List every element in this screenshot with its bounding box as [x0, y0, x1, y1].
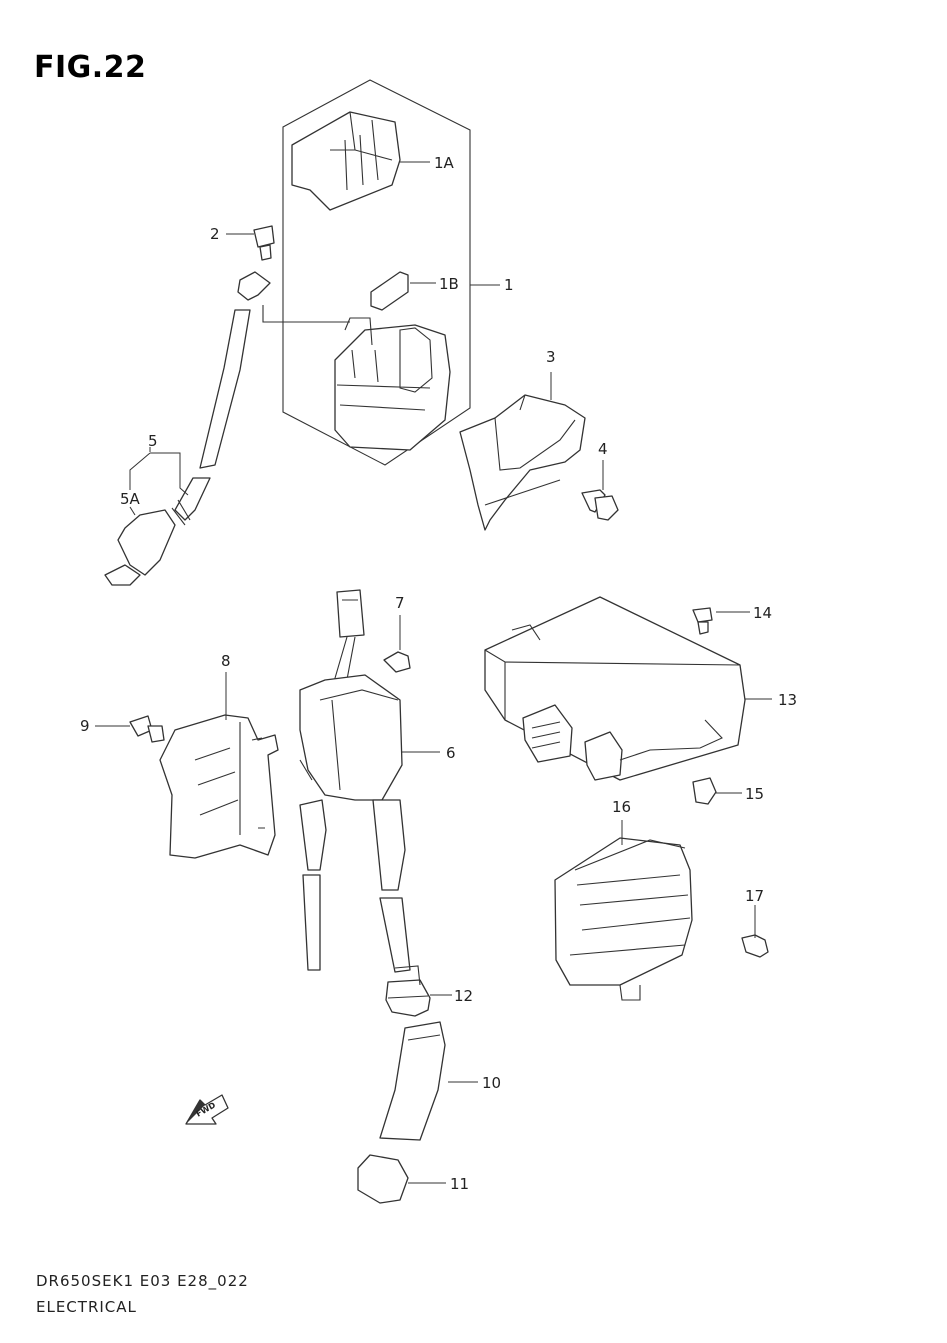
label-1b: 1B — [439, 275, 459, 293]
callout-labels: 1A 1B 1 2 3 4 5 5A 6 7 8 9 10 11 12 13 1… — [80, 154, 797, 1193]
label-13: 13 — [778, 691, 797, 709]
figure-title: FIG.22 — [34, 50, 147, 85]
bolt-7 — [383, 651, 411, 673]
bolt-17 — [741, 934, 769, 958]
starter-relay-group — [262, 79, 471, 466]
battery-cable — [104, 271, 271, 586]
label-5: 5 — [148, 432, 158, 450]
label-9: 9 — [80, 717, 90, 735]
bolt-4 — [581, 489, 619, 521]
screw-14 — [692, 607, 713, 635]
label-8: 8 — [221, 652, 231, 670]
plug-cap-assembly — [357, 965, 446, 1204]
label-12: 12 — [454, 987, 473, 1005]
label-5a: 5A — [120, 490, 141, 508]
grommet-15 — [692, 777, 717, 805]
label-16: 16 — [612, 798, 631, 816]
label-7: 7 — [395, 594, 405, 612]
label-15: 15 — [745, 785, 764, 803]
model-code: DR650SEK1 E03 E28_022 — [36, 1272, 249, 1290]
label-2: 2 — [210, 225, 220, 243]
label-14: 14 — [753, 604, 772, 622]
label-1: 1 — [504, 276, 514, 294]
section-name: ELECTRICAL — [36, 1298, 137, 1316]
fwd-arrow-icon: FWD — [185, 1094, 229, 1125]
label-17: 17 — [745, 887, 764, 905]
leader-lines — [95, 161, 772, 1184]
ignition-coil-6 — [299, 589, 411, 973]
label-4: 4 — [598, 440, 608, 458]
bolt-9 — [129, 715, 165, 743]
regulator-rectifier-16 — [554, 837, 693, 1001]
label-11: 11 — [450, 1175, 469, 1193]
label-1a: 1A — [434, 154, 455, 172]
label-6: 6 — [446, 744, 456, 762]
bolt-2 — [253, 225, 275, 261]
relay-bracket-3 — [459, 394, 586, 531]
figure-footer: DR650SEK1 E03 E28_022 ELECTRICAL — [36, 1268, 249, 1320]
label-3: 3 — [546, 348, 556, 366]
label-10: 10 — [482, 1074, 501, 1092]
coil-bracket-8 — [159, 714, 279, 859]
cdi-unit-13 — [484, 596, 746, 781]
